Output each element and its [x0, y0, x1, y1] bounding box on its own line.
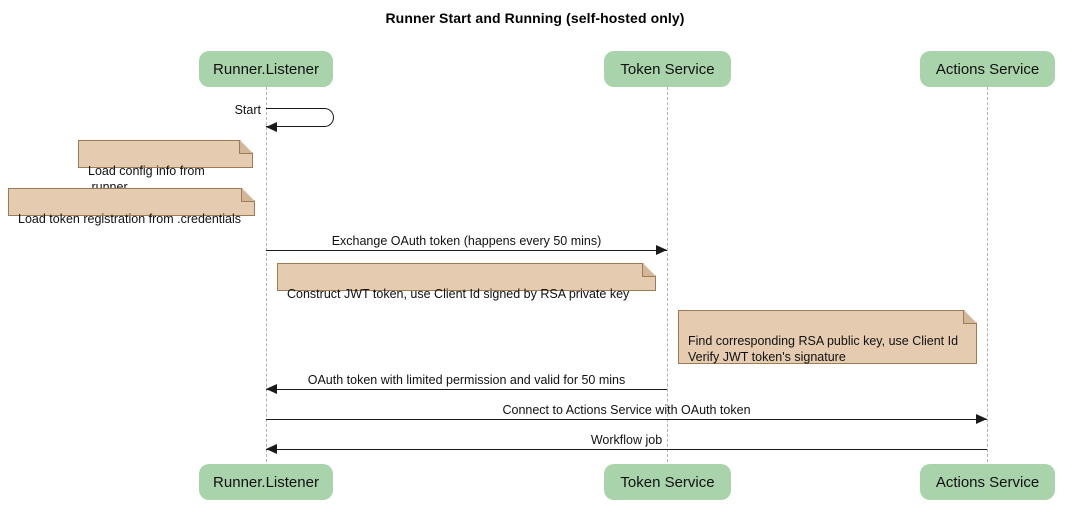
message-label-connect-actions-service: Connect to Actions Service with OAuth to… [502, 403, 751, 417]
participant-label: Actions Service [935, 60, 1040, 78]
note-text: Load token registration from .credential… [18, 212, 242, 226]
arrow-head-start [266, 122, 277, 132]
message-self-start [266, 108, 334, 127]
note-text: Find corresponding RSA public key, use C… [688, 334, 959, 364]
arrow-head-oauth-token-response [266, 384, 277, 394]
participant-token-top[interactable]: Token Service [604, 51, 731, 87]
participant-label: Token Service [620, 60, 715, 78]
arrow-head-workflow-job [266, 444, 277, 454]
lifeline-runner [266, 87, 267, 462]
arrow-head-connect-actions-service [976, 414, 987, 424]
message-label-exchange-oauth-token: Exchange OAuth token (happens every 50 m… [331, 234, 602, 248]
note-verify-jwt-signature: Find corresponding RSA public key, use C… [678, 310, 977, 364]
participant-runner-bottom[interactable]: Runner.Listener [199, 464, 333, 500]
message-line-exchange-oauth-token [266, 250, 667, 251]
note-text: Construct JWT token, use Client Id signe… [287, 287, 630, 301]
message-line-connect-actions-service [266, 419, 987, 420]
page-title: Runner Start and Running (self-hosted on… [385, 10, 685, 26]
message-line-oauth-token-response [266, 389, 667, 390]
participant-label: Runner.Listener [213, 473, 319, 491]
lifeline-actions [987, 87, 988, 462]
lifeline-token [667, 87, 668, 462]
message-line-workflow-job [266, 449, 987, 450]
note-load-token-registration: Load token registration from .credential… [8, 188, 255, 226]
message-label-start: Start [234, 103, 261, 117]
arrow-head-exchange-oauth-token [656, 245, 667, 255]
message-label-oauth-token-response: OAuth token with limited permission and … [307, 373, 626, 387]
participant-label: Actions Service [935, 473, 1040, 491]
participant-label: Runner.Listener [213, 60, 319, 78]
participant-runner-top[interactable]: Runner.Listener [199, 51, 333, 87]
participant-actions-top[interactable]: Actions Service [920, 51, 1055, 87]
participant-actions-bottom[interactable]: Actions Service [920, 464, 1055, 500]
note-load-config: Load config info from .runner [78, 140, 253, 194]
message-label-workflow-job: Workflow job [590, 433, 663, 447]
participant-label: Token Service [620, 473, 715, 491]
participant-token-bottom[interactable]: Token Service [604, 464, 731, 500]
note-construct-jwt-token: Construct JWT token, use Client Id signe… [277, 263, 656, 301]
